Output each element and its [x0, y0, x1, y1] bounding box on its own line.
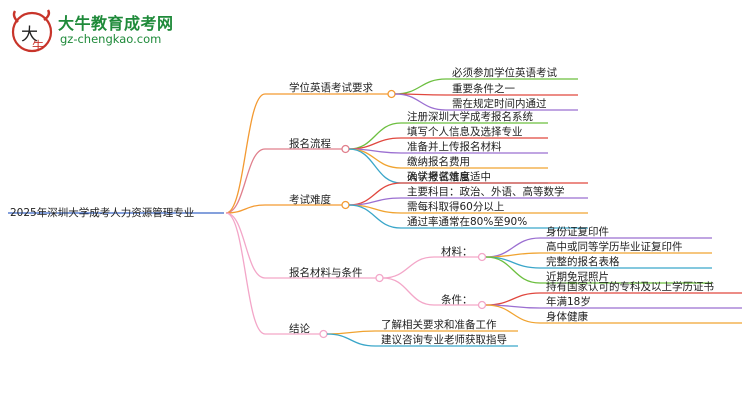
svg-text:牛: 牛 [32, 38, 44, 53]
branch-node-4 [319, 329, 328, 339]
branch-node-3 [375, 273, 384, 283]
branch-link-1 [225, 148, 266, 214]
leaf-difficulty-4: 通过率通常在80%至90% [407, 216, 528, 228]
proc-link-1 [348, 137, 402, 150]
mat-link-2 [485, 256, 541, 269]
mat-sub-node [477, 252, 487, 262]
branch-conclusion: 结论 [289, 323, 310, 335]
eng-link-2 [394, 93, 447, 111]
site-logo[interactable]: 大 牛 大牛教育成考网 gz-chengkao.com [8, 8, 208, 56]
mindmap-root: 2025年深圳大学成考人力资源管理专业 [10, 207, 195, 219]
mat-link-1 [485, 252, 541, 258]
leaf-difficulty-2: 主要科目：政治、外语、高等数学 [407, 186, 565, 198]
mat-sub-link [382, 256, 435, 279]
conc-link-0 [326, 330, 376, 335]
leaf-process-5: 确认报名信息 [407, 171, 470, 183]
leaf-conditions-3: 身体健康 [546, 311, 588, 323]
leaf-process-1: 注册深圳大学成考报名系统 [407, 111, 533, 123]
leaf-english-1: 必须参加学位英语考试 [452, 67, 557, 79]
leaf-difficulty-3: 需每科取得60分以上 [407, 201, 505, 213]
branch-link-0 [225, 93, 266, 214]
ox-logo-icon: 大 牛 [11, 9, 53, 53]
conc-link-1 [326, 333, 376, 347]
proc-link-4 [348, 148, 402, 184]
branch-link-2 [225, 204, 266, 214]
leaf-materials-2: 高中或同等学历毕业证复印件 [546, 241, 683, 253]
branch-link-4 [225, 212, 266, 335]
leaf-english-2: 重要条件之一 [452, 83, 515, 95]
leaf-conclusion-2: 建议咨询专业老师获取指导 [381, 334, 507, 346]
logo-url: gz-chengkao.com [60, 32, 162, 46]
leaf-conclusion-1: 了解相关要求和准备工作 [381, 319, 497, 331]
leaf-english-3: 需在规定时间内通过 [452, 98, 547, 110]
leaf-conditions-1: 持有国家认可的专科及以上学历证书 [546, 281, 714, 293]
svg-text:大: 大 [21, 25, 38, 45]
leaf-materials-1: 身份证复印件 [546, 226, 609, 238]
cond-sub-node [477, 300, 487, 310]
branch-english: 学位英语考试要求 [289, 82, 373, 94]
eng-link-0 [394, 78, 447, 95]
sub-conditions: 条件： [441, 294, 473, 306]
mat-link-3 [485, 256, 541, 284]
logo-name: 大牛教育成考网 [58, 14, 174, 33]
branch-node-0 [387, 89, 396, 99]
branch-process: 报名流程 [289, 138, 331, 150]
mat-link-0 [485, 237, 541, 258]
cond-link-0 [485, 292, 541, 306]
sub-materials: 材料： [441, 246, 473, 258]
branch-materials: 报名材料与条件 [289, 267, 363, 279]
branch-node-1 [341, 144, 350, 154]
branch-link-3 [225, 212, 266, 279]
leaf-process-2: 填写个人信息及选择专业 [407, 126, 523, 138]
leaf-difficulty-1: 入学考试难度适中 [407, 171, 491, 183]
leaf-materials-3: 完整的报名表格 [546, 256, 620, 268]
proc-link-0 [348, 122, 402, 150]
cond-link-2 [485, 304, 541, 324]
diff-link-3 [348, 204, 402, 229]
leaf-process-3: 准备并上传报名材料 [407, 141, 502, 153]
cond-sub-link [382, 277, 435, 306]
branch-node-2 [341, 200, 350, 210]
branch-difficulty: 考试难度 [289, 194, 331, 206]
leaf-process-4: 缴纳报名费用 [407, 156, 470, 168]
leaf-conditions-2: 年满18岁 [546, 296, 591, 308]
leaf-materials-4: 近期免冠照片 [546, 271, 609, 283]
